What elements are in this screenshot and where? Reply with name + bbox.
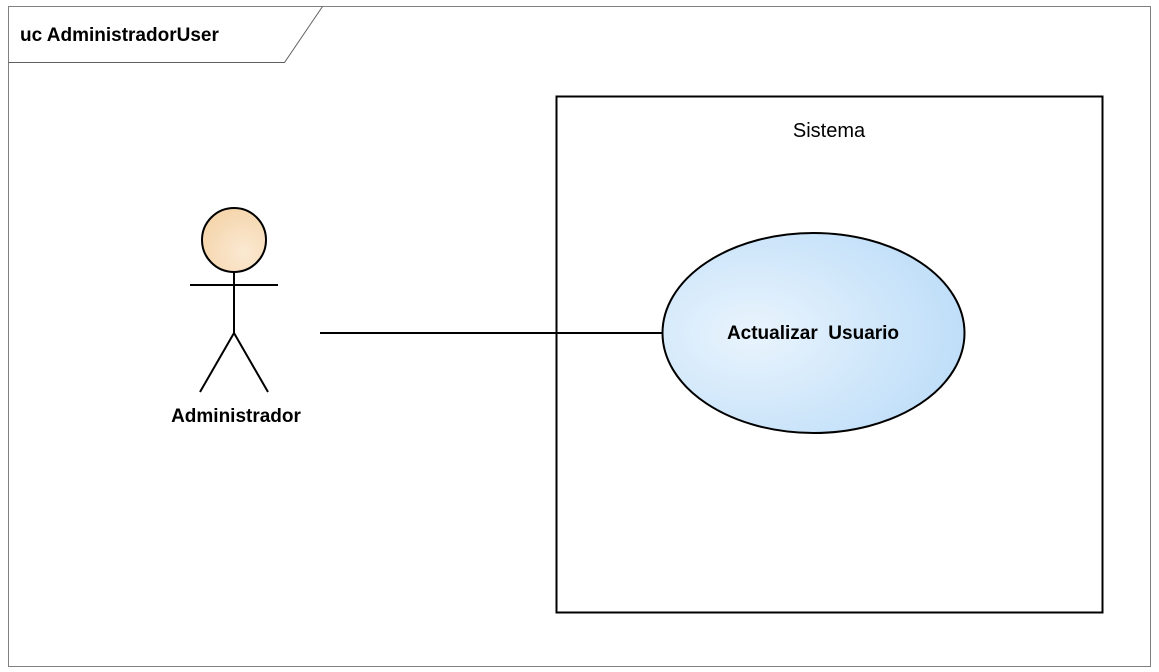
frame-title-tab bbox=[8, 6, 323, 63]
system-boundary-label: Sistema bbox=[793, 120, 866, 142]
frame-title: uc AdministradorUser bbox=[20, 25, 219, 46]
actor-left-leg bbox=[199, 332, 235, 393]
actor-label: Administrador bbox=[171, 406, 301, 427]
actor-head[interactable] bbox=[201, 207, 267, 273]
actor-administrador[interactable]: Administrador bbox=[171, 207, 302, 427]
diagram-frame: uc AdministradorUser bbox=[8, 6, 1151, 667]
use-case-label: Actualizar Usuario bbox=[727, 323, 899, 344]
use-case-actualizar-usuario[interactable]: Actualizar Usuario bbox=[661, 232, 966, 434]
use-case-ellipse[interactable] bbox=[661, 232, 966, 434]
frame-border bbox=[8, 6, 1151, 667]
actor-right-leg bbox=[233, 332, 269, 393]
